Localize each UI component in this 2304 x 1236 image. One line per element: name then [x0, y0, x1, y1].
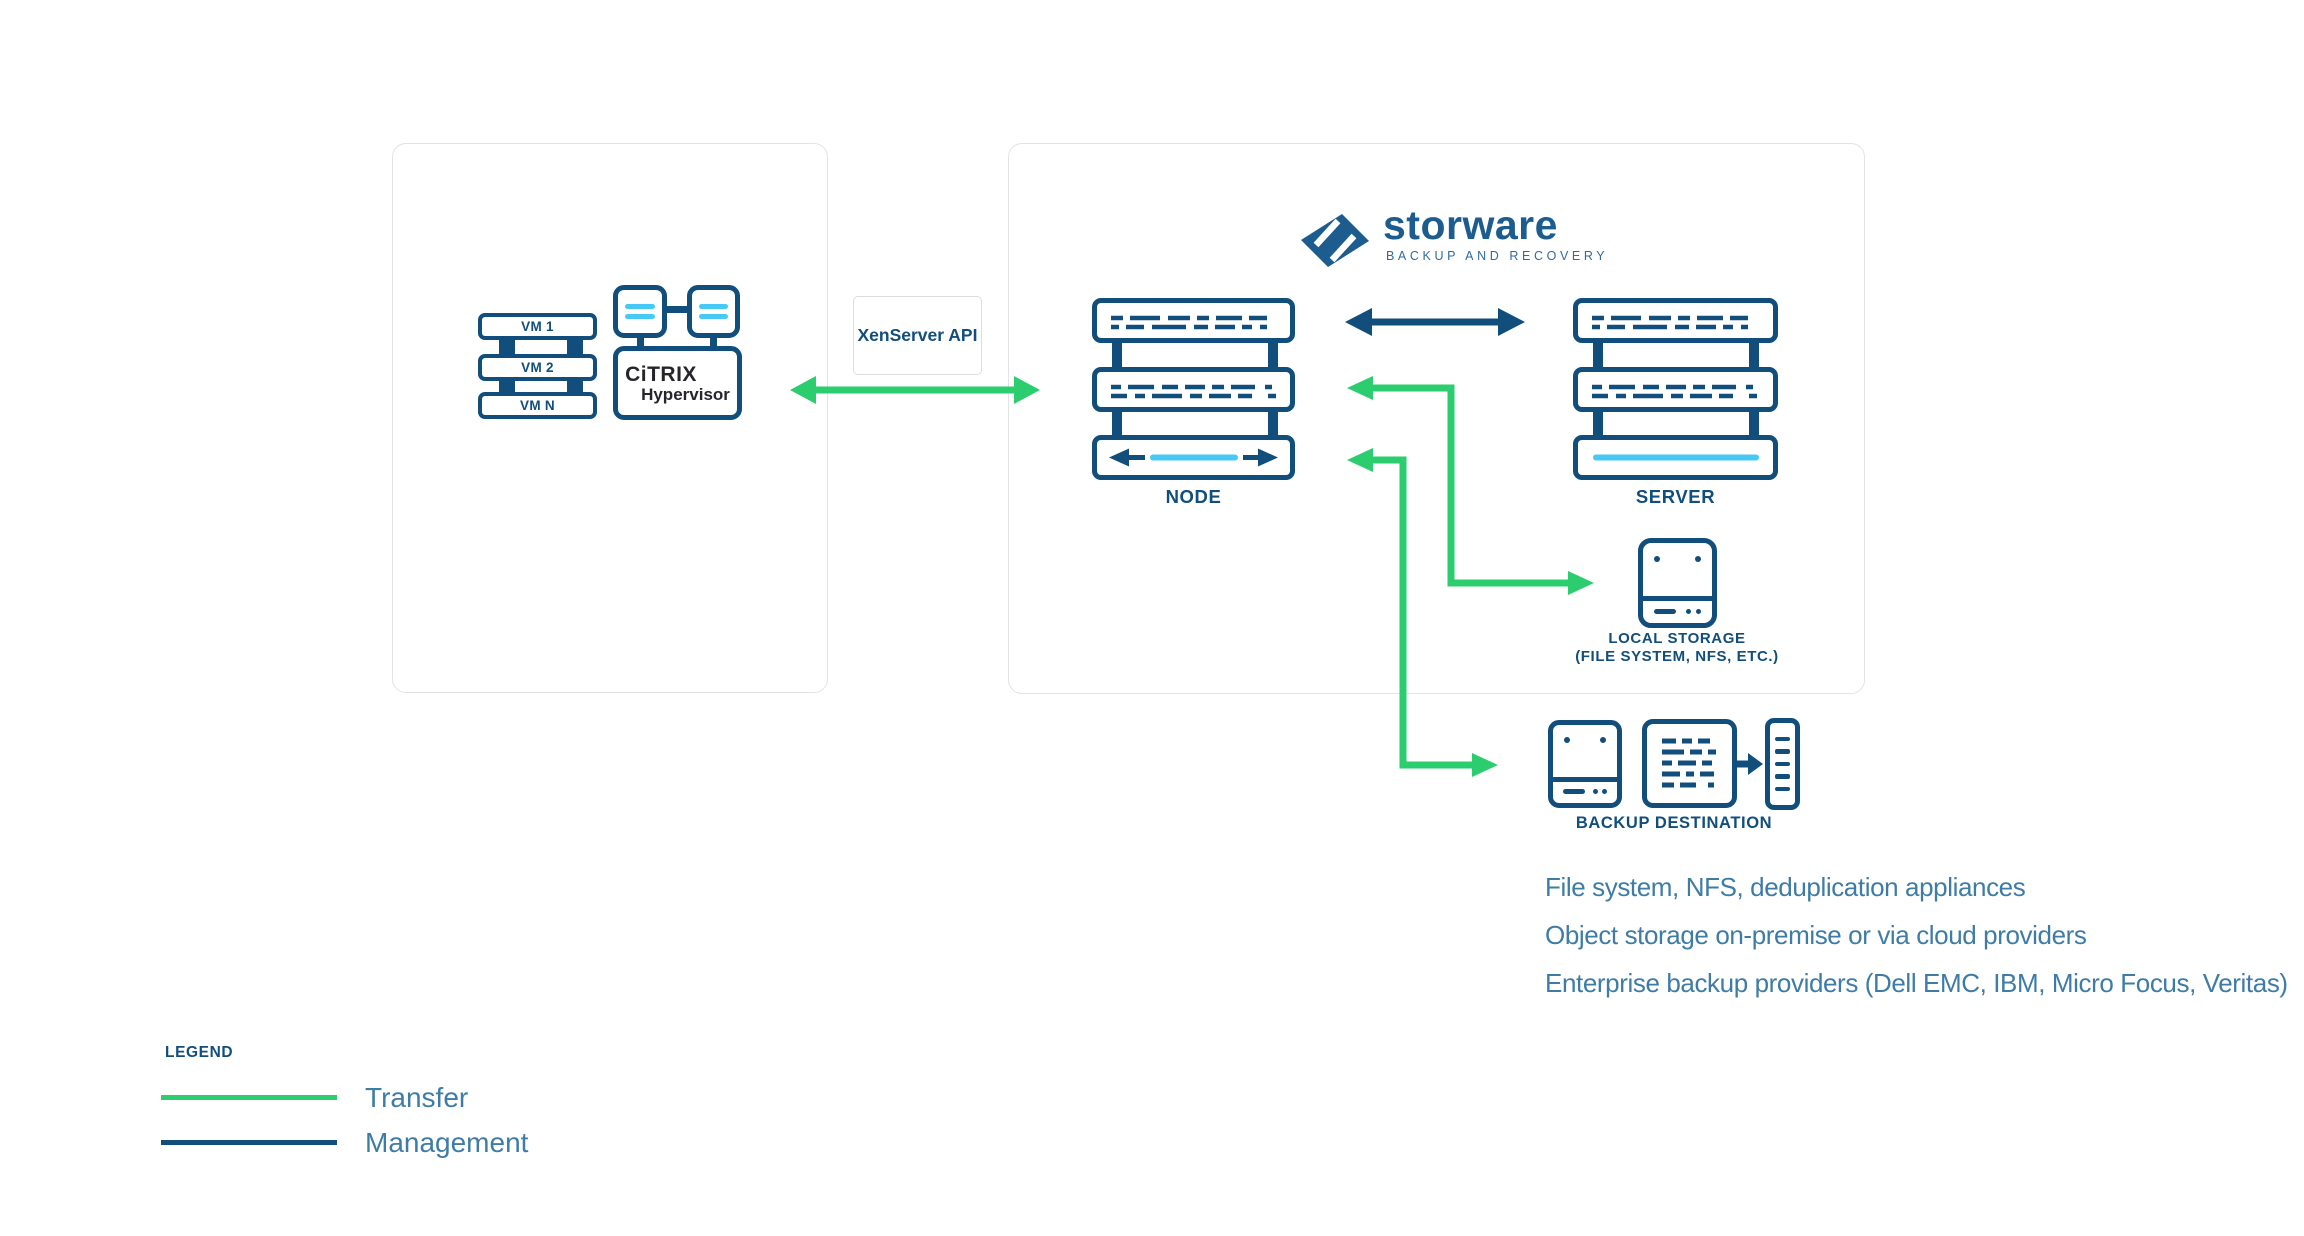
storware-panel [1008, 143, 1865, 694]
transfer-arrow-hypervisor-node [790, 376, 1040, 404]
vm1-box: VM 1 [478, 313, 597, 340]
legend-management-line [161, 1140, 337, 1145]
legend-transfer-line [161, 1095, 337, 1100]
server-stack-link [1593, 407, 1603, 440]
vmn-label: VM N [520, 398, 555, 413]
transfer-arrow-node-backup-destination [1347, 448, 1498, 777]
vm-connector [499, 377, 515, 396]
citrix-vm-icon [687, 285, 740, 338]
local-storage-icon [1638, 538, 1717, 628]
backup-flow-arrow [1736, 753, 1763, 775]
node-server-row [1092, 367, 1295, 412]
node-server-row [1092, 298, 1295, 343]
server-stack-link [1593, 338, 1603, 372]
server-row [1573, 298, 1778, 343]
node-label: NODE [1165, 486, 1222, 507]
storware-logo-icon [1301, 214, 1369, 267]
citrix-node-link [665, 306, 689, 313]
management-arrow-node-server [1345, 308, 1525, 336]
server-label: SERVER [1635, 486, 1716, 507]
server-status-row [1573, 435, 1778, 480]
node-stack-link [1268, 338, 1278, 372]
note-enterprise-backup: Enterprise backup providers (Dell EMC, I… [1545, 968, 2288, 998]
transfer-arrow-node-local-storage [1347, 376, 1594, 595]
vm2-box: VM 2 [478, 354, 597, 381]
node-stack-link [1112, 338, 1122, 372]
storware-tagline: BACKUP AND RECOVERY [1386, 249, 1609, 263]
vm-connector [567, 336, 583, 358]
legend-management-label: Management [365, 1127, 529, 1158]
server-stack-link [1749, 407, 1759, 440]
node-transfer-row [1092, 435, 1295, 480]
xenserver-api-label: XenServer API [857, 325, 978, 345]
server-row [1573, 367, 1778, 412]
citrix-hypervisor-text: Hypervisor [641, 384, 730, 404]
backup-dedup-icon [1642, 719, 1737, 808]
vm1-label: VM 1 [521, 319, 554, 334]
local-storage-label: LOCAL STORAGE [1608, 630, 1746, 647]
server-stack-link [1749, 338, 1759, 372]
legend-transfer-label: Transfer [365, 1082, 469, 1113]
citrix-logo-text: CiTRIX [625, 362, 697, 386]
vm-connector [499, 336, 515, 358]
citrix-node-link [637, 334, 644, 348]
storware-wordmark: storware [1383, 202, 1558, 248]
backup-disk-icon [1548, 720, 1622, 808]
citrix-node-link [710, 334, 717, 348]
node-stack-link [1268, 407, 1278, 440]
local-storage-sublabel: (FILE SYSTEM, NFS, ETC.) [1575, 648, 1779, 665]
hypervisor-panel [392, 143, 828, 693]
legend-title: LEGEND [165, 1044, 234, 1061]
citrix-vm-icon [613, 285, 667, 338]
vm-connector [567, 377, 583, 396]
backup-tape-icon [1765, 718, 1800, 810]
vm2-label: VM 2 [521, 360, 554, 375]
xenserver-api-box: XenServer API [853, 296, 982, 375]
vmn-box: VM N [478, 392, 597, 419]
node-stack-link [1112, 407, 1122, 440]
citrix-hypervisor-box: CiTRIX Hypervisor [613, 346, 742, 420]
note-object-storage: Object storage on-premise or via cloud p… [1545, 920, 2087, 950]
note-file-system: File system, NFS, deduplication applianc… [1545, 872, 2026, 902]
backup-destination-label: BACKUP DESTINATION [1575, 814, 1773, 832]
